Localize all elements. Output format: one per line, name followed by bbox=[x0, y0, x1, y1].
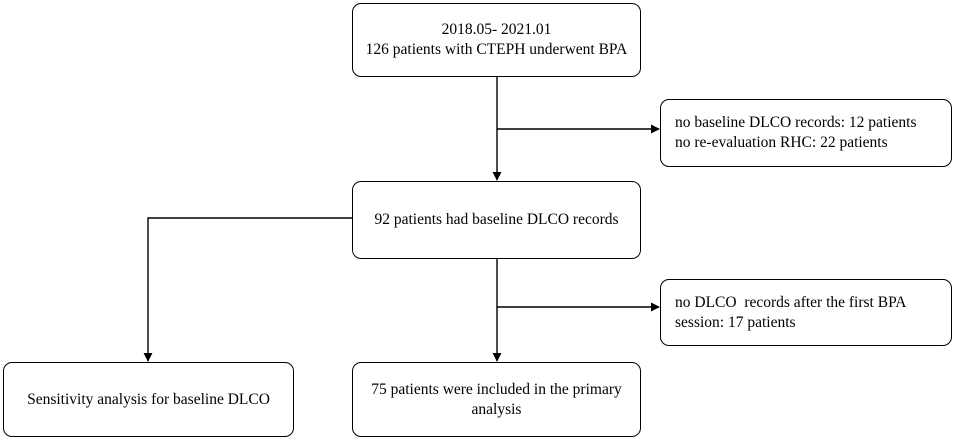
sensitivity-analysis-box: Sensitivity analysis for baseline DLCO bbox=[3, 362, 294, 437]
start-box: 2018.05- 2021.01 126 patients with CTEPH… bbox=[352, 3, 641, 77]
exclusion-box-2: no DLCO records after the first BPA sess… bbox=[660, 279, 952, 346]
primary-analysis-line-1: 75 patients were included in the primary bbox=[371, 380, 622, 398]
start-box-patient-count: 126 patients with CTEPH underwent BPA bbox=[365, 41, 628, 58]
sensitivity-analysis-text: Sensitivity analysis for baseline DLCO bbox=[27, 390, 270, 408]
primary-analysis-line-2: analysis bbox=[471, 400, 522, 418]
baseline-dlco-text: 92 patients had baseline DLCO records bbox=[374, 211, 619, 228]
arrow-baseline-to-sensitivity bbox=[143, 217, 352, 362]
baseline-dlco-box: 92 patients had baseline DLCO records bbox=[352, 181, 641, 259]
start-box-date-range: 2018.05- 2021.01 bbox=[441, 21, 552, 38]
exclusion-1-no-baseline-dlco: no baseline DLCO records: 12 patients bbox=[675, 114, 917, 131]
exclusion-2-line-1: no DLCO records after the first BPA bbox=[675, 293, 907, 311]
primary-analysis-box: 75 patients were included in the primary… bbox=[352, 362, 641, 437]
exclusion-2-line-2: session: 17 patients bbox=[675, 313, 796, 331]
exclusion-box-1: no baseline DLCO records: 12 patients no… bbox=[660, 99, 952, 167]
exclusion-1-no-reevaluation-rhc: no re-evaluation RHC: 22 patients bbox=[675, 134, 888, 151]
